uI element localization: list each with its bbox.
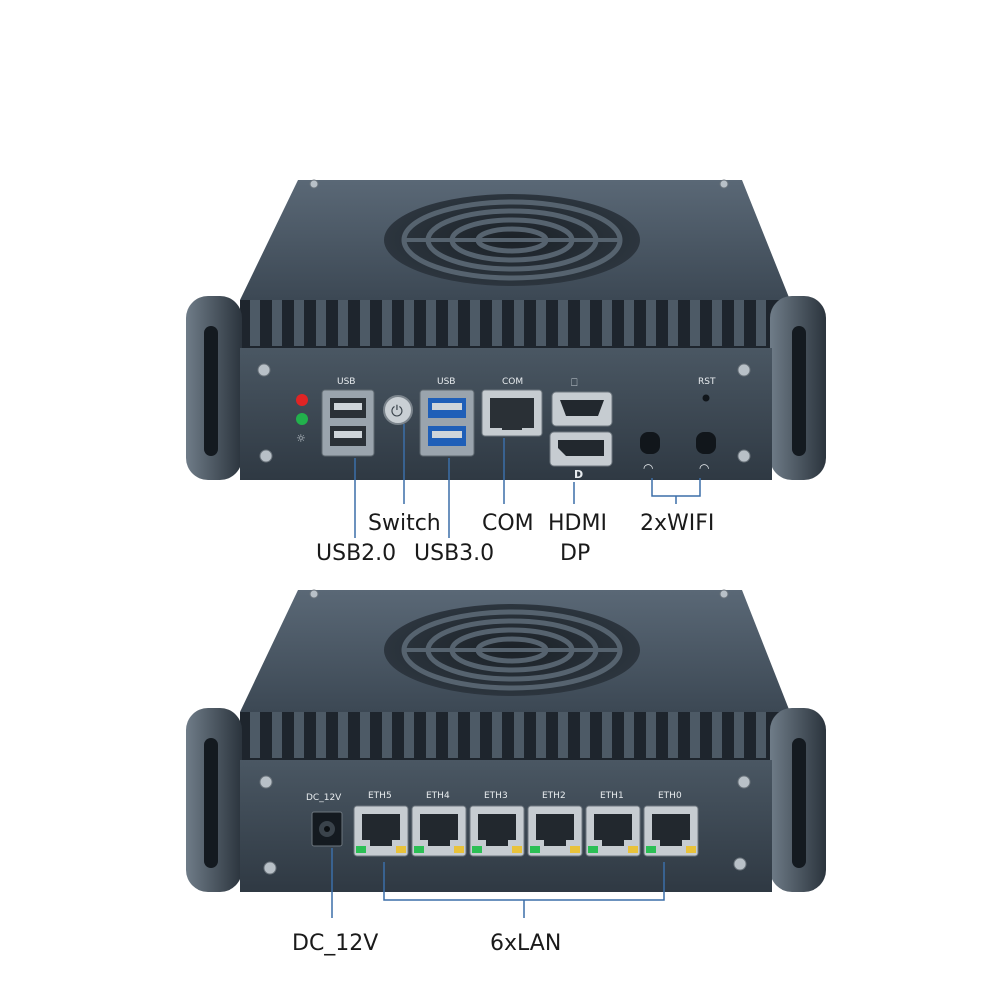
wifi-antenna-2: [696, 432, 716, 454]
eth5-label: ETH5: [368, 791, 392, 801]
rear-unit: DC_12V ETH5 ETH4 ETH3 ETH2 ETH1 E: [186, 589, 826, 892]
usb2-port-label: USB: [337, 377, 355, 387]
callout-usb3: USB3.0: [414, 541, 494, 566]
eth0-label: ETH0: [658, 791, 682, 801]
screw-icon: [257, 179, 751, 463]
usb3-port-label: USB: [437, 377, 455, 387]
front-callout-lines: [354, 424, 701, 538]
com-port-label: COM: [502, 377, 523, 387]
reset-label: RST: [698, 377, 716, 387]
dp-icon: D: [574, 468, 583, 481]
power-icon: ⏻: [391, 402, 403, 420]
wifi-antenna-1: [640, 432, 660, 454]
eth3-label: ETH3: [484, 791, 508, 801]
status-led-green-icon: [296, 413, 308, 425]
reset-button[interactable]: [702, 394, 710, 402]
eth2-label: ETH2: [542, 791, 566, 801]
callout-dp: DP: [560, 541, 590, 566]
fan-grille-icon: [384, 194, 640, 286]
callout-wifi: 2xWIFI: [640, 511, 714, 536]
heatsink-fins: [240, 300, 792, 348]
wifi-icon: ◠: [643, 461, 653, 475]
hdmi-icon: ⎕: [571, 376, 578, 389]
callout-hdmi: HDMI: [548, 511, 607, 536]
eth4-label: ETH4: [426, 791, 450, 801]
rear-callout-lines: [331, 848, 665, 918]
led-indicator-icon: ☼: [296, 432, 306, 445]
eth1-label: ETH1: [600, 791, 624, 801]
screw-icon: [259, 589, 751, 875]
callout-usb2: USB2.0: [316, 541, 396, 566]
heatsink-fins: [240, 712, 792, 760]
power-switch-button[interactable]: [383, 395, 413, 425]
power-led-red-icon: [296, 394, 308, 406]
ethernet-port-row: ETH5 ETH4 ETH3 ETH2 ETH1 ETH0: [353, 791, 699, 857]
callout-lan: 6xLAN: [490, 931, 561, 956]
dc-port-label: DC_12V: [306, 793, 342, 803]
callout-com: COM: [482, 511, 534, 536]
fan-grille-icon: [384, 604, 640, 696]
callout-dc: DC_12V: [292, 931, 378, 956]
front-unit: ☼ USB ⏻ USB COM ⎕ D ◠ ◠ RST: [186, 179, 826, 481]
wifi-icon: ◠: [699, 461, 709, 475]
callout-switch: Switch: [368, 511, 441, 536]
